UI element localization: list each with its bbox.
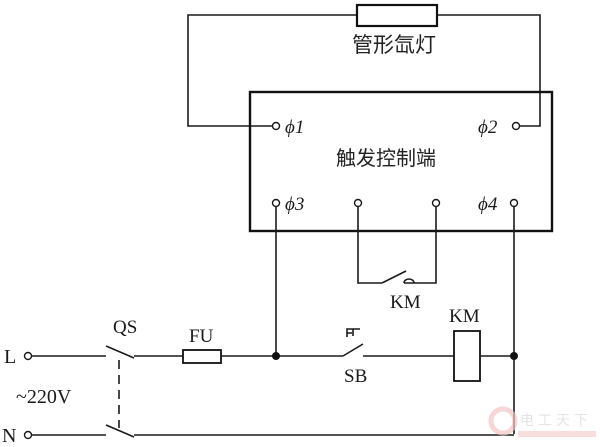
terminal-3 bbox=[271, 198, 281, 208]
trigger-controller: 触发控制端 ϕ1 ϕ2 ϕ3 ϕ4 bbox=[248, 90, 554, 233]
fuse-label: FU bbox=[189, 326, 214, 347]
line-L-label: L bbox=[4, 346, 16, 368]
terminal-2-label: ϕ2 bbox=[478, 117, 498, 138]
main-line-L: L FU SB KM bbox=[4, 306, 518, 387]
junction-L bbox=[272, 352, 280, 360]
km-aux-contact: KM bbox=[357, 207, 437, 313]
watermark-text: 电工天下 bbox=[520, 413, 592, 429]
fuse-symbol bbox=[182, 349, 222, 364]
junction-N bbox=[510, 352, 518, 360]
button-label: SB bbox=[344, 366, 367, 387]
terminal-aux-a bbox=[353, 198, 363, 208]
watermark-bar bbox=[518, 431, 596, 437]
controller-box bbox=[248, 90, 554, 233]
main-line-N: N bbox=[2, 424, 514, 447]
voltage-label: ~220V bbox=[16, 386, 72, 408]
lamp-loop: 管形氙灯 bbox=[187, 3, 541, 127]
aux-contact-label: KM bbox=[390, 292, 421, 313]
terminal-L bbox=[23, 351, 33, 361]
terminal-4 bbox=[509, 198, 519, 208]
switch-label: QS bbox=[113, 317, 137, 338]
terminal-1-label: ϕ1 bbox=[285, 117, 304, 138]
watermark-logo-icon bbox=[488, 406, 518, 436]
terminal-4-label: ϕ4 bbox=[478, 194, 498, 215]
terminal-N bbox=[23, 430, 33, 440]
line-N-label: N bbox=[2, 425, 16, 447]
terminal-1 bbox=[271, 121, 281, 131]
coil-label: KM bbox=[449, 306, 480, 327]
xenon-lamp-label: 管形氙灯 bbox=[352, 33, 436, 57]
watermark: 电工天下 bbox=[488, 406, 596, 437]
coil-symbol bbox=[453, 330, 481, 382]
xenon-lamp-symbol bbox=[355, 3, 439, 28]
terminal-2 bbox=[511, 121, 521, 131]
terminal-aux-b bbox=[431, 198, 441, 208]
terminal-3-label: ϕ3 bbox=[285, 194, 304, 215]
controller-label: 触发控制端 bbox=[336, 146, 436, 170]
